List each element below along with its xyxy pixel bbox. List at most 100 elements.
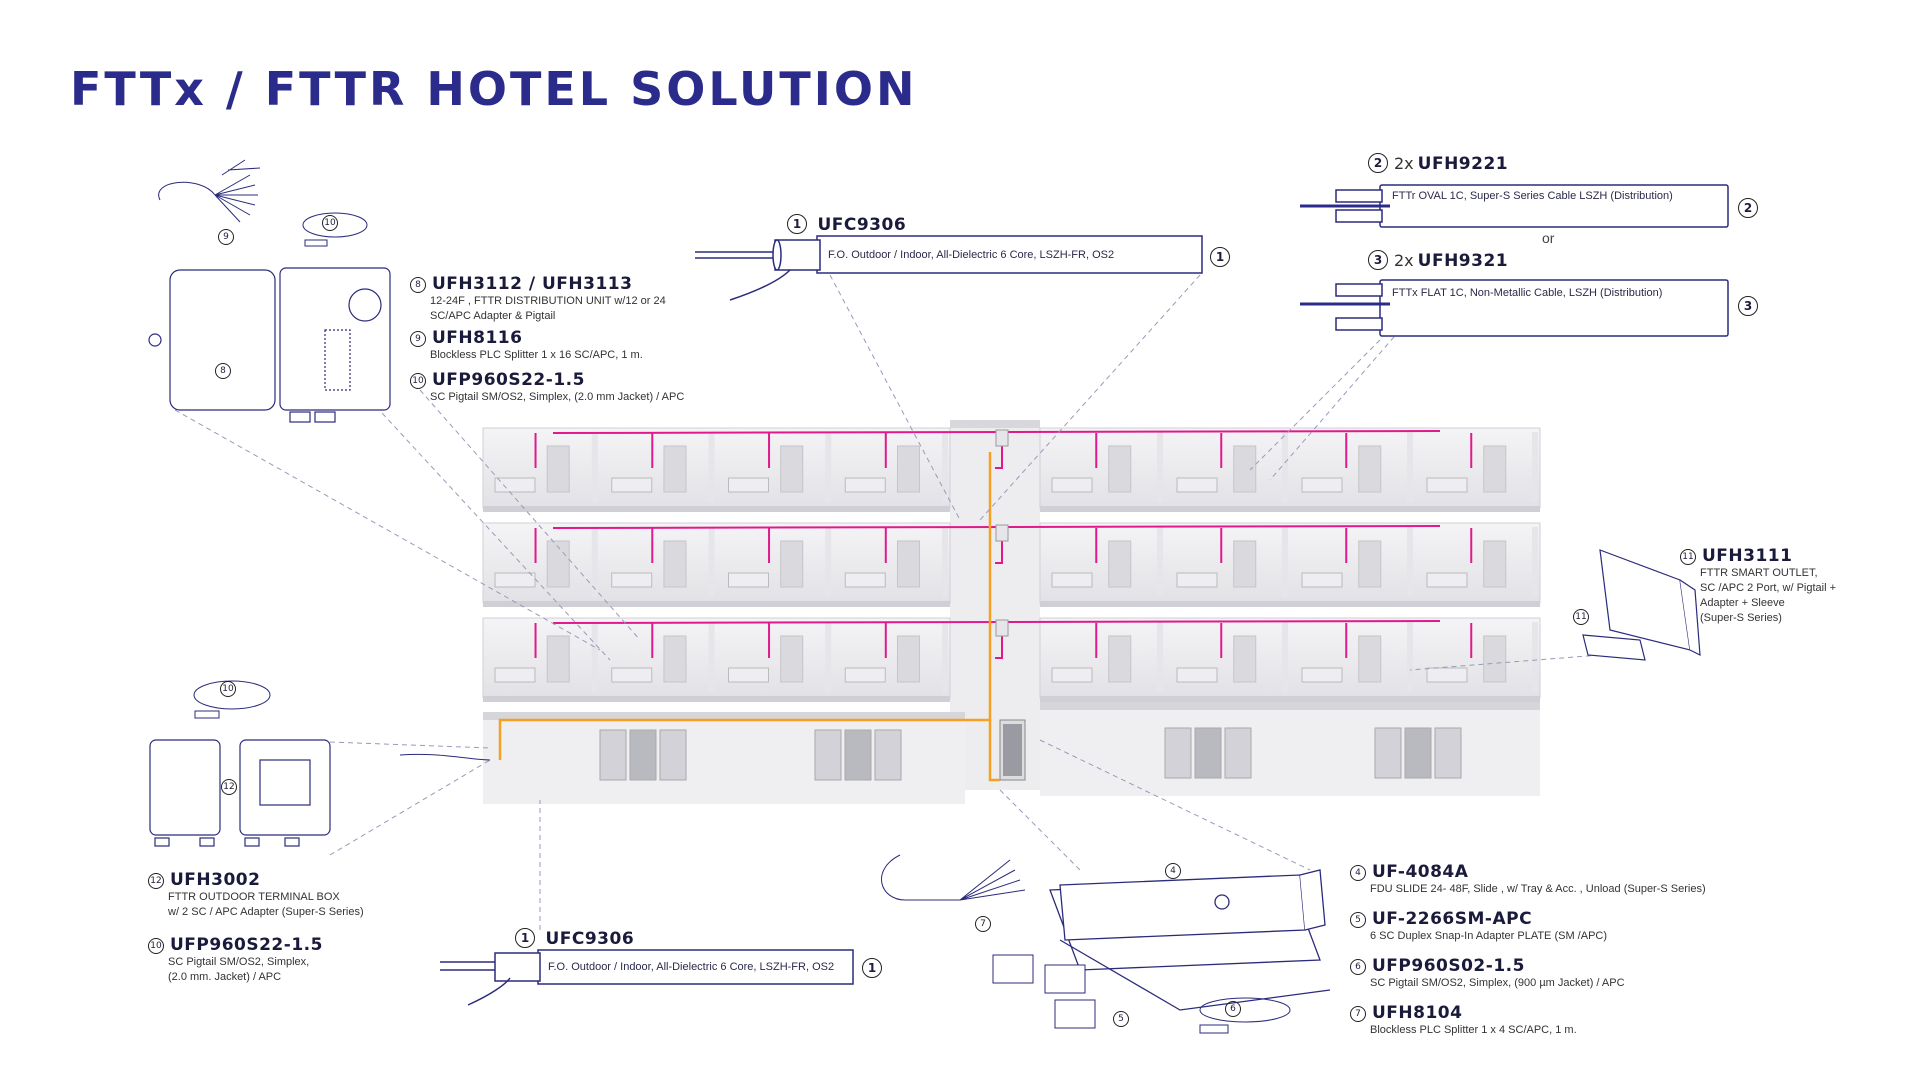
room-bed	[1301, 572, 1343, 588]
room-wall	[591, 527, 598, 597]
room-door	[780, 540, 804, 588]
room-wall	[942, 432, 948, 502]
room-bed	[494, 667, 536, 683]
room-door	[1358, 540, 1382, 588]
room-bed	[844, 477, 886, 493]
or-text: or	[1542, 230, 1555, 246]
top-cable-num: 1	[787, 214, 807, 234]
callout-11: 11	[1573, 608, 1595, 626]
smart-outlet-icon	[1582, 549, 1701, 661]
lobby-door	[1374, 727, 1402, 779]
room-wall	[825, 527, 832, 597]
floor-edge	[483, 696, 950, 702]
floor-edge	[1040, 601, 1540, 607]
room-wall	[942, 622, 948, 692]
room-door	[1358, 635, 1382, 683]
lobby-door	[659, 729, 687, 781]
callout-7: 7	[975, 915, 997, 933]
top-cable-heading: 1 UFC9306	[787, 214, 906, 235]
oval-cable-num-right: 2	[1738, 198, 1764, 219]
room-wall	[1157, 622, 1163, 692]
room-wall	[1407, 527, 1413, 597]
callout-4: 4	[1165, 862, 1187, 880]
floor-fiber-riser	[995, 628, 1003, 659]
room-bed	[1176, 572, 1218, 588]
cable-ufh9221	[1300, 184, 1729, 228]
splitter-icon	[158, 159, 261, 223]
room-door	[1358, 445, 1382, 493]
floor-distribution-boxes	[995, 429, 1009, 637]
callout-10: 10	[322, 214, 344, 232]
room-bed	[844, 572, 886, 588]
room-bed	[494, 572, 536, 588]
room-door	[896, 540, 920, 588]
room-wall	[942, 527, 948, 597]
room-wall	[1157, 432, 1163, 502]
room-wall	[1157, 527, 1163, 597]
lobby-door	[629, 729, 657, 781]
bottom-cable-num-right: 1	[862, 958, 888, 979]
pigtail-icon	[302, 212, 368, 247]
room-wall	[1407, 622, 1413, 692]
lobby-door	[1404, 727, 1432, 779]
top-cable-num-right: 1	[1210, 247, 1236, 268]
top-cable-part: UFC9306	[817, 215, 907, 235]
bottom-cable-num: 1	[515, 928, 535, 948]
room-bed	[844, 667, 886, 683]
room-door	[546, 540, 570, 588]
room-bed	[611, 477, 653, 493]
room-bed	[728, 667, 769, 683]
room-door	[1483, 635, 1507, 683]
flat-cable-desc: FTTx FLAT 1C, Non-Metallic Cable, LSZH (…	[1392, 287, 1663, 299]
floor-edge	[483, 506, 950, 512]
callout-12: 12	[221, 778, 243, 796]
room-bed	[1426, 477, 1468, 493]
room-bed	[611, 667, 653, 683]
room-wall	[1532, 432, 1538, 502]
lobby-door	[874, 729, 902, 781]
bottom-cable-part: UFC9306	[545, 929, 635, 949]
lobby-door	[844, 729, 872, 781]
room-wall	[708, 622, 715, 692]
room-wall	[1407, 432, 1413, 502]
room-wall	[1282, 622, 1288, 692]
callout-6: 6	[1225, 1000, 1247, 1018]
adapter-plate-icon	[992, 954, 1096, 1029]
terminal-box-icon	[149, 739, 331, 847]
room-wall	[591, 432, 598, 502]
room-bed	[1051, 572, 1093, 588]
room-door	[1108, 540, 1132, 588]
room-door	[1108, 445, 1132, 493]
splitter-7-icon	[881, 854, 1026, 901]
room-bed	[494, 477, 536, 493]
fdu-rack-icon	[1049, 869, 1331, 1011]
room-wall	[591, 622, 598, 692]
room-door	[1233, 445, 1257, 493]
room-bed	[1176, 667, 1218, 683]
leader-lines	[174, 274, 1601, 930]
room-bed	[611, 572, 653, 588]
callout-10b: 10	[220, 680, 242, 698]
riser-orange-fiber	[498, 452, 1000, 782]
lobby-door	[1164, 727, 1192, 779]
oval-cable-desc: FTTr OVAL 1C, Super-S Series Cable LSZH …	[1392, 190, 1673, 202]
hotel-building	[482, 420, 1541, 804]
room-door	[1483, 445, 1507, 493]
terminal-fiber	[399, 753, 491, 761]
floor-fiber-riser	[995, 438, 1003, 469]
room-door	[1233, 540, 1257, 588]
lobby-door	[1224, 727, 1252, 779]
room-door	[546, 445, 570, 493]
room-door	[663, 635, 687, 683]
bottom-cable-heading: 1 UFC9306	[515, 928, 634, 949]
room-bed	[1301, 667, 1343, 683]
room-door	[1233, 635, 1257, 683]
lobby-door	[814, 729, 842, 781]
cable-ufc9306-bottom	[440, 949, 854, 1006]
callout-9: 9	[218, 228, 240, 246]
